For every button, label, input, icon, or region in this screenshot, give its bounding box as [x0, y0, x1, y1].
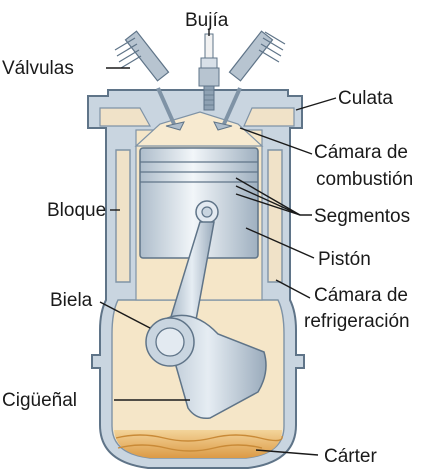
label-camara-combustion-1: Cámara de	[314, 142, 408, 163]
label-bujia: Bujía	[185, 10, 229, 31]
right-cooling-jacket	[268, 150, 282, 282]
label-camara-combustion-2: combustión	[316, 169, 413, 190]
oil-sump	[114, 430, 282, 458]
label-biela: Biela	[50, 290, 93, 311]
head-cooling-right	[244, 108, 294, 126]
label-piston: Pistón	[318, 249, 371, 270]
label-carter: Cárter	[324, 446, 377, 467]
label-culata: Culata	[338, 88, 393, 109]
label-segmentos: Segmentos	[314, 206, 410, 227]
label-camara-refrigeracion-2: refrigeración	[304, 311, 410, 332]
label-valvulas: Válvulas	[2, 58, 74, 79]
label-ciguenal: Cigüeñal	[2, 390, 77, 411]
label-bloque: Bloque	[47, 200, 106, 221]
left-cooling-jacket	[116, 150, 130, 282]
label-camara-refrigeracion-1: Cámara de	[314, 285, 408, 306]
